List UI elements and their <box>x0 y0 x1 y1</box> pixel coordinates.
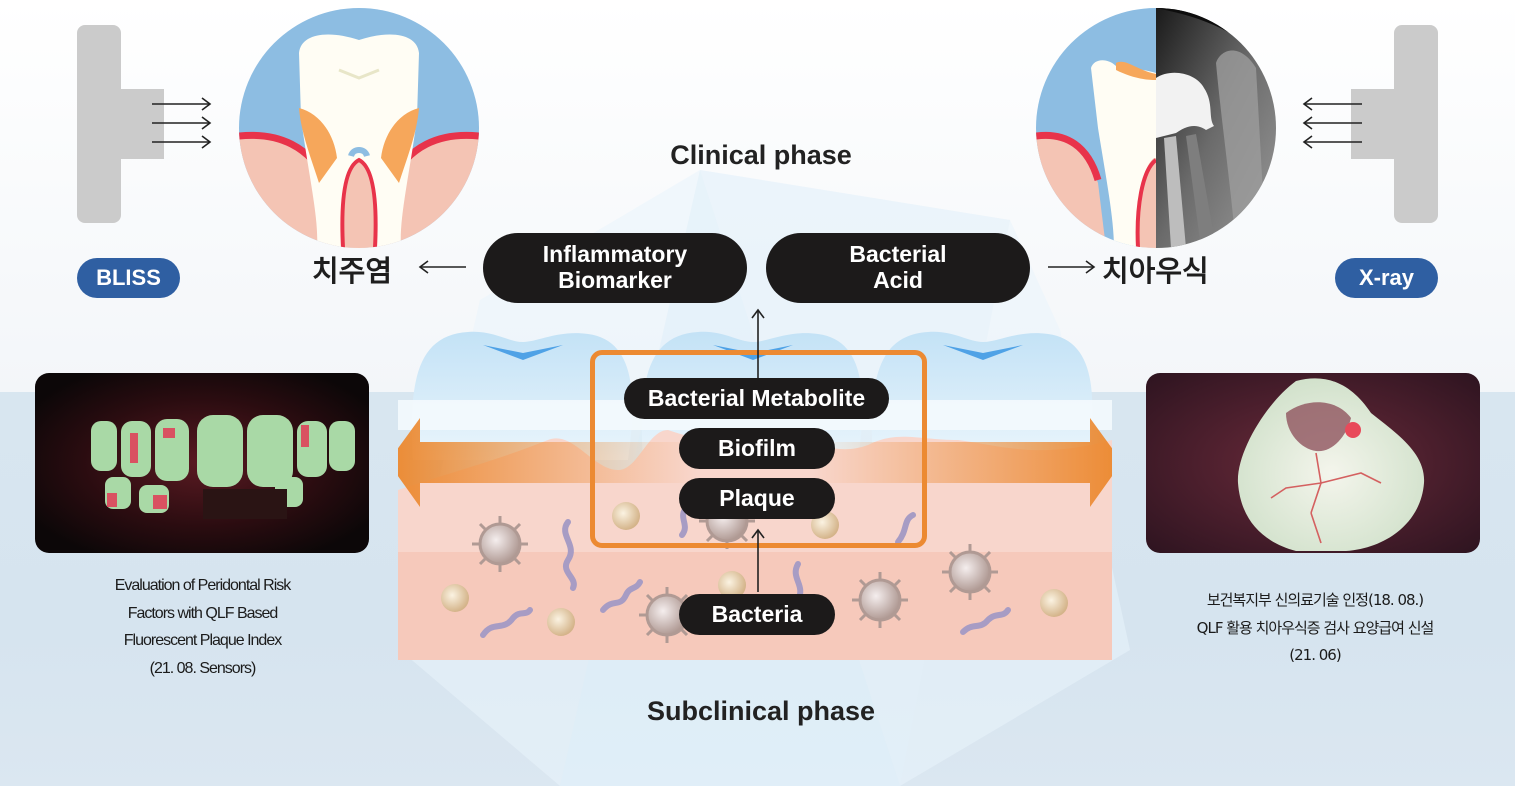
caries-label: 치아우식 <box>1102 254 1209 288</box>
bliss-device-head <box>120 89 164 159</box>
tooth-chevrons <box>483 345 1023 360</box>
caption-line: Evaluation of Peridontal Risk <box>114 577 292 594</box>
coccus-bacteria <box>441 502 1068 636</box>
caries-illustration <box>1036 8 1276 248</box>
caption-line: (21. 06) <box>1289 646 1341 664</box>
arrow-up-bacteria-icon <box>751 528 765 592</box>
bacterial-metabolite-node: Bacterial Metabolite <box>624 378 889 419</box>
qlf-plaque-photo <box>35 373 369 553</box>
caption-line: (21. 08. Sensors) <box>149 659 257 677</box>
node-line: Bacterial <box>849 241 947 268</box>
bacterial-acid-node: Bacterial Acid <box>766 233 1030 303</box>
plaque-node: Plaque <box>679 478 835 519</box>
node-line: Inflammatory <box>542 241 688 268</box>
qlf-caries-photo <box>1146 373 1480 553</box>
right-caption: 보건복지부 신의료기술 인정(18. 08.) QLF 활용 치아우식증 검사 … <box>1150 587 1480 670</box>
inflammatory-biomarker-node: Inflammatory Biomarker <box>483 233 747 303</box>
xray-device-body <box>1394 25 1438 223</box>
bliss-device-body <box>77 25 121 223</box>
periodontitis-label: 치주염 <box>312 254 393 288</box>
node-line: Biomarker <box>558 267 672 293</box>
subclinical-phase-title: Subclinical phase <box>646 696 876 726</box>
arrow-right-icon <box>1048 260 1096 274</box>
xray-device-head <box>1351 89 1395 159</box>
bacteria-node: Bacteria <box>679 594 835 635</box>
biofilm-node: Biofilm <box>679 428 835 469</box>
left-caption: Evaluation of Peridontal Risk Factors wi… <box>50 572 355 682</box>
caption-line: Fluorescent Plaque Index <box>123 632 282 649</box>
node-line: Acid <box>873 267 923 293</box>
caption-line: Factors with QLF Based <box>127 604 279 622</box>
emit-arrows-right-icon <box>152 97 212 149</box>
bliss-badge: BLISS <box>77 258 180 298</box>
clinical-phase-title: Clinical phase <box>670 140 852 170</box>
caption-line: 보건복지부 신의료기술 인정(18. 08.) <box>1206 591 1424 609</box>
arrow-left-icon <box>418 260 466 274</box>
emit-arrows-left-icon <box>1302 97 1362 149</box>
caption-line: QLF 활용 치아우식증 검사 요양급여 신설 <box>1196 618 1435 637</box>
arrow-up-metabolite-icon <box>751 308 765 386</box>
periodontitis-illustration <box>239 8 479 248</box>
xray-badge: X-ray <box>1335 258 1438 298</box>
